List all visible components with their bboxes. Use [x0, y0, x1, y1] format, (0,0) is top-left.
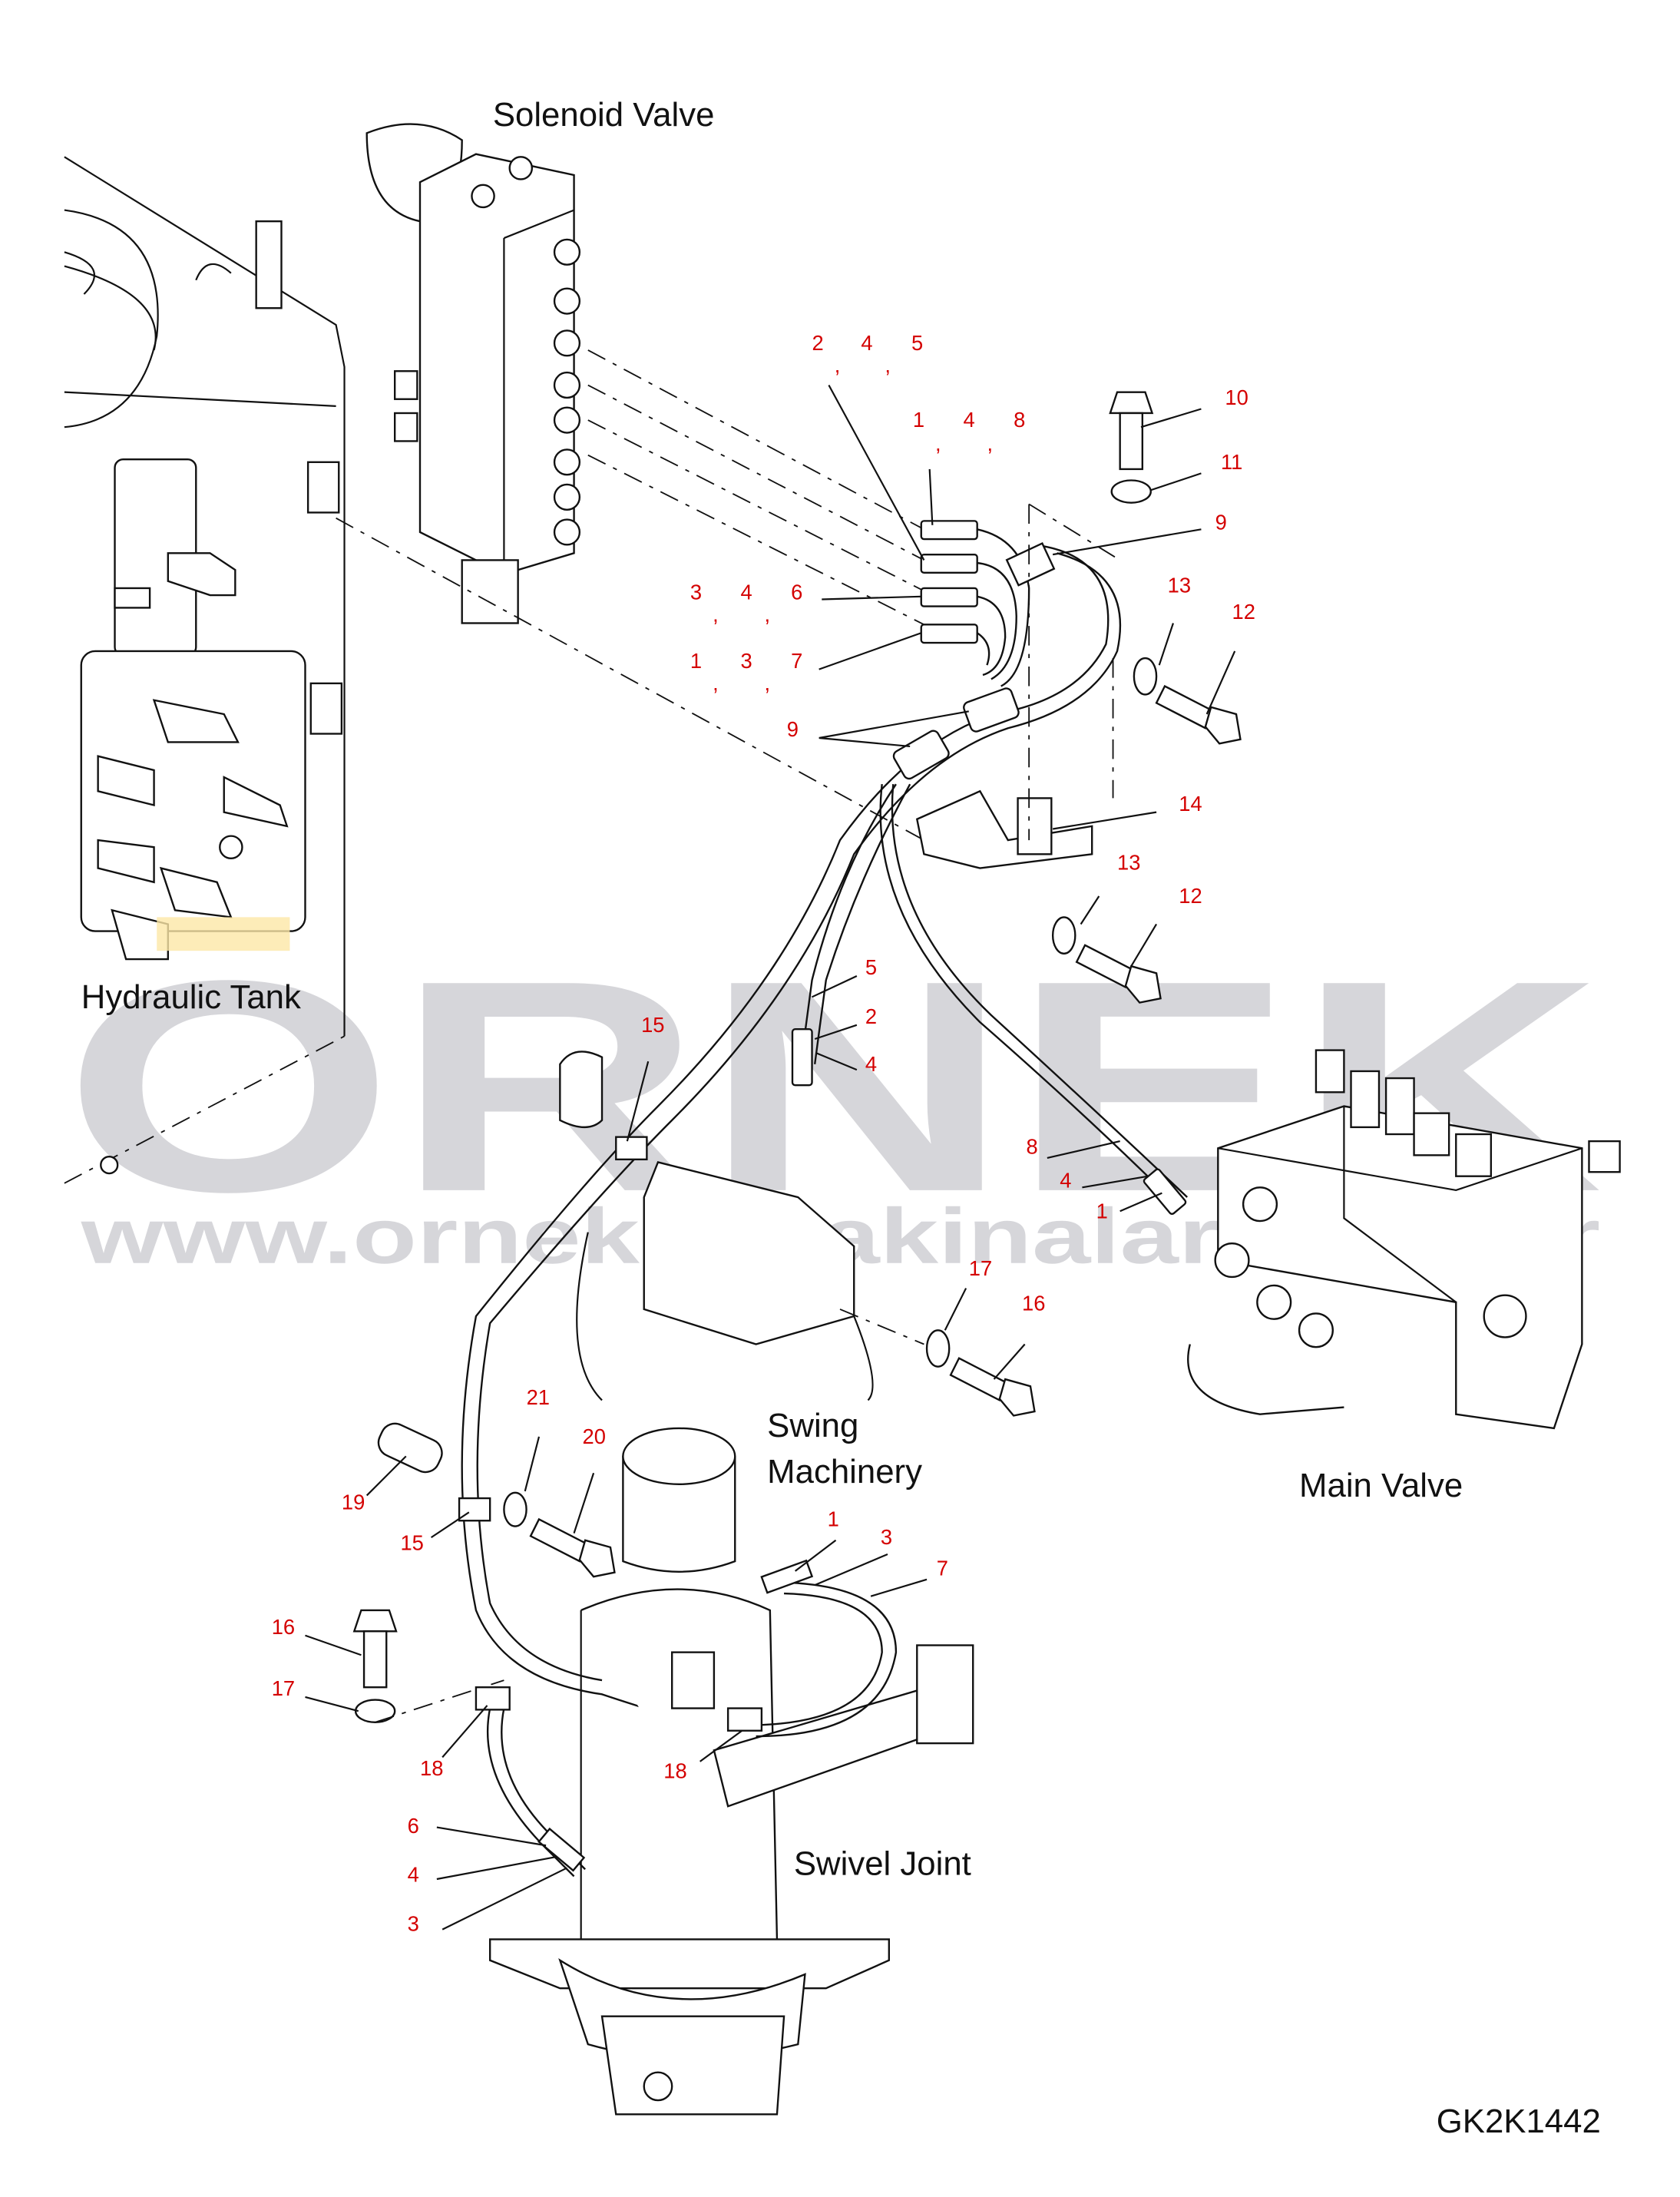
callout: 2: [812, 331, 824, 355]
label-swing-machinery-1: Swing: [767, 1407, 858, 1444]
callout: 8: [1027, 1135, 1038, 1159]
leader-lines: [305, 384, 1236, 1931]
callout: 5: [911, 331, 923, 355]
bolt-16b: [352, 1609, 398, 1689]
callout: 13: [1168, 573, 1191, 597]
svg-text:,: ,: [713, 603, 719, 627]
callout-group-3-4-6: 3 4 6 ,,: [690, 580, 802, 626]
callout: 16: [1022, 1292, 1045, 1315]
callout: 16: [272, 1615, 295, 1639]
callout: 4: [861, 331, 872, 355]
callout: 7: [937, 1556, 948, 1580]
hydraulic-tank-drawing: [64, 156, 346, 1184]
callout-group-1-4-8: 1 4 8 ,,: [913, 408, 1025, 455]
callout: 4: [408, 1863, 419, 1887]
callout: 3: [408, 1911, 419, 1935]
callout: 15: [641, 1013, 664, 1037]
svg-text:,: ,: [835, 353, 841, 377]
label-solenoid-valve: Solenoid Valve: [493, 96, 715, 134]
callout: 4: [741, 580, 752, 604]
callout: 1: [913, 408, 924, 432]
callout: 2: [865, 1004, 877, 1028]
callout: 20: [583, 1424, 606, 1448]
bolt-12: [1155, 684, 1242, 745]
callout: 6: [791, 580, 802, 604]
callout: 18: [663, 1759, 686, 1783]
callout: 3: [690, 580, 702, 604]
callout: 3: [741, 649, 752, 673]
callout: 12: [1232, 600, 1255, 624]
callout: 10: [1225, 385, 1248, 409]
callout: 14: [1179, 792, 1202, 816]
bolt-20: [529, 1517, 616, 1578]
washer-17b: [354, 1699, 396, 1723]
swing-machinery-drawing: [377, 1051, 1036, 1578]
svg-text:,: ,: [935, 432, 941, 455]
washer-17: [925, 1329, 951, 1368]
callout: 9: [1215, 510, 1227, 534]
svg-text:,: ,: [713, 671, 719, 695]
valve-fittings: [471, 156, 581, 546]
callout: 7: [791, 649, 802, 673]
callout: 17: [969, 1256, 992, 1280]
callout-group-1-3-7: 1 3 7 ,,: [690, 649, 802, 695]
label-swing-machinery-2: Machinery: [767, 1453, 922, 1491]
svg-text:,: ,: [885, 353, 891, 377]
callout: 1: [690, 649, 702, 673]
svg-text:,: ,: [765, 603, 771, 627]
component-labels: Solenoid Valve Hydraulic Tank Swing Mach…: [81, 96, 1601, 2140]
callout: 4: [865, 1052, 877, 1076]
callout: 18: [420, 1756, 443, 1780]
washer-11: [1110, 479, 1152, 504]
callout: 4: [963, 408, 974, 432]
callout: 8: [1014, 408, 1025, 432]
callout: 17: [272, 1676, 295, 1700]
callout: 1: [1096, 1199, 1108, 1223]
main-valve-drawing: [1187, 1049, 1621, 1430]
bolt-16: [949, 1357, 1036, 1417]
label-hydraulic-tank: Hydraulic Tank: [81, 978, 301, 1016]
hose-bundle: [461, 520, 1189, 1738]
callout: 9: [787, 717, 799, 741]
drawing-code: GK2K1442: [1437, 2103, 1601, 2140]
swivel-joint-drawing: [352, 1559, 974, 2116]
hose-fittings: [920, 520, 978, 644]
callout: 5: [865, 955, 877, 979]
bracket-and-bolts: [915, 391, 1242, 1004]
callout: 1: [828, 1507, 839, 1531]
callout: 21: [527, 1385, 550, 1409]
svg-text:,: ,: [765, 671, 771, 695]
label-main-valve: Main Valve: [1299, 1467, 1463, 1504]
highlight-mark: [157, 917, 290, 951]
spacer-19: [377, 1422, 443, 1474]
callout: 4: [1060, 1168, 1071, 1192]
callout: 12: [1179, 884, 1202, 908]
svg-text:,: ,: [987, 432, 993, 455]
solenoid-valve-drawing: [336, 123, 924, 841]
bolt-12b: [1075, 944, 1162, 1004]
part-callouts: 2 4 5 ,, 1 4 8 ,, 3 4 6 ,, 1 3 7 ,, 10 1…: [272, 331, 1255, 1936]
bolt-10: [1109, 391, 1154, 471]
callout: 11: [1221, 450, 1242, 474]
washer-13: [1133, 657, 1158, 696]
callout: 13: [1117, 850, 1140, 874]
callout-group-2-4-5: 2 4 5 ,,: [812, 331, 924, 377]
label-swivel-joint: Swivel Joint: [794, 1845, 971, 1883]
callout: 6: [408, 1814, 419, 1838]
callout: 3: [881, 1525, 892, 1549]
callout: 15: [400, 1531, 423, 1555]
washer-21: [503, 1491, 527, 1527]
callout: 19: [342, 1491, 365, 1514]
washer-13b: [1051, 916, 1076, 955]
